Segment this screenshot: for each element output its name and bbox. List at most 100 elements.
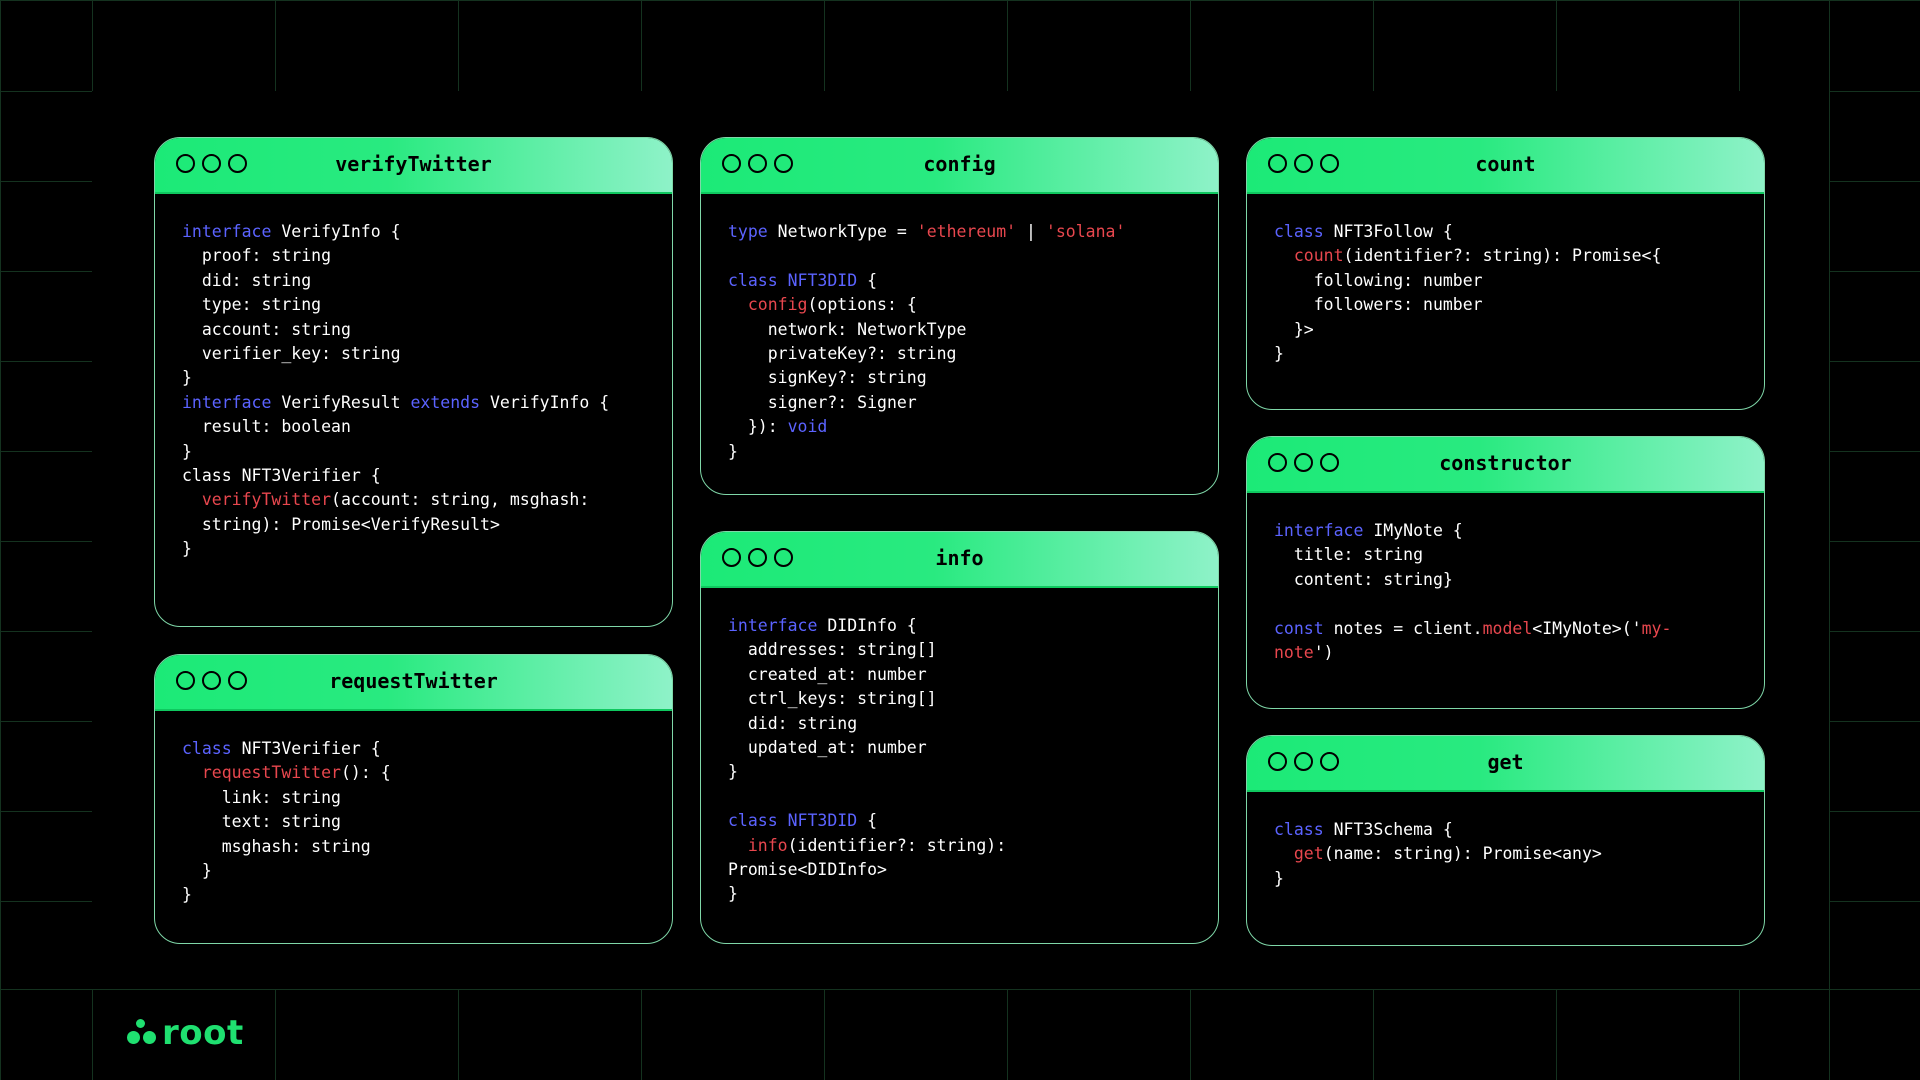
code-kw: interface — [728, 616, 818, 635]
code-text: following: number — [1274, 270, 1483, 290]
code-text — [728, 295, 748, 314]
code-text: } — [728, 762, 738, 782]
code-block: class NFT3Follow { count(identifier?: st… — [1274, 220, 1754, 366]
code-text: } — [1274, 344, 1284, 364]
code-str: note — [1274, 643, 1314, 663]
code-fn: count — [1293, 246, 1344, 266]
code-kw: void — [787, 417, 828, 437]
card-requestTwitter: requestTwitter class NFT3Verifier { requ… — [154, 654, 673, 944]
code-text: } — [182, 441, 192, 461]
code-text: created_at: number — [728, 664, 927, 684]
code-text: } — [1274, 868, 1284, 888]
code-text: ') — [1313, 643, 1334, 663]
code-kw: class — [728, 270, 778, 290]
code-text: } — [182, 539, 192, 559]
card-header: constructor — [1247, 437, 1764, 493]
code-text: NFT3Schema { — [1323, 820, 1453, 839]
window-dot-icon[interactable] — [1268, 453, 1287, 472]
code-text: (): { — [340, 763, 391, 783]
code-kw: NFT3DID — [787, 811, 858, 831]
window-dot-icon[interactable] — [176, 154, 195, 173]
window-dot-icon[interactable] — [1294, 154, 1313, 173]
window-dot-icon[interactable] — [722, 154, 741, 173]
code-text — [728, 836, 748, 855]
window-dot-icon[interactable] — [202, 671, 221, 690]
code-text: (name: string): Promise<any> — [1323, 844, 1602, 864]
code-text: privateKey?: string — [728, 344, 957, 364]
code-text: IMyNote { — [1363, 521, 1463, 540]
window-dot-icon[interactable] — [228, 671, 247, 690]
card-title: get — [1487, 750, 1524, 774]
code-str: 'solana' — [1045, 222, 1126, 241]
code-text — [778, 811, 788, 830]
card-title: constructor — [1439, 451, 1572, 475]
code-kw: class — [182, 739, 232, 758]
code-text: did: string — [728, 713, 858, 733]
code-text: NetworkType = — [767, 222, 917, 241]
card-info: info interface DIDInfo { addresses: stri… — [700, 531, 1219, 944]
code-text: | — [1016, 222, 1046, 241]
code-fn: requestTwitter — [201, 763, 341, 783]
code-text: } — [728, 884, 738, 904]
grid-line — [0, 0, 1, 1080]
window-dot-icon[interactable] — [1268, 752, 1287, 771]
card-get: get class NFT3Schema { get(name: string)… — [1246, 735, 1765, 946]
window-dot-icon[interactable] — [1294, 752, 1313, 771]
code-fn: config — [747, 295, 808, 315]
code-text — [182, 763, 202, 782]
code-kw: class — [728, 811, 778, 831]
window-controls — [722, 548, 793, 567]
code-kw: const — [1274, 618, 1324, 638]
card-header: count — [1247, 138, 1764, 194]
window-dot-icon[interactable] — [748, 548, 767, 567]
code-str: my- — [1641, 618, 1672, 638]
window-dot-icon[interactable] — [1294, 453, 1313, 472]
grid-line — [1829, 0, 1830, 1080]
window-dot-icon[interactable] — [748, 154, 767, 173]
card-title: count — [1475, 152, 1536, 176]
window-controls — [176, 671, 247, 690]
code-text: }> — [1274, 319, 1314, 339]
code-kw: NFT3DID — [787, 270, 858, 290]
code-kw: class — [1274, 222, 1324, 241]
window-dot-icon[interactable] — [176, 671, 195, 690]
code-text: { — [857, 270, 878, 290]
code-text: updated_at: number — [728, 738, 927, 758]
code-text: did: string — [182, 270, 312, 290]
window-dot-icon[interactable] — [774, 548, 793, 567]
code-kw: class — [1274, 820, 1324, 839]
code-fn: get — [1293, 844, 1324, 864]
code-text: Promise<DIDInfo> — [728, 860, 887, 880]
code-kw: extends — [410, 392, 481, 412]
code-text: ctrl_keys: string[] — [728, 689, 937, 709]
code-text: msghash: string — [182, 836, 371, 856]
code-text: }): — [728, 417, 788, 437]
code-text: proof: string — [182, 246, 332, 266]
grid-line — [0, 0, 1920, 1]
code-block: class NFT3Verifier { requestTwitter(): {… — [182, 737, 662, 908]
window-controls — [176, 154, 247, 173]
code-text — [182, 490, 202, 509]
code-text: account: string — [182, 319, 351, 339]
grid-line — [0, 989, 1920, 990]
code-text: type: string — [182, 295, 322, 315]
card-count: count class NFT3Follow { count(identifie… — [1246, 137, 1765, 410]
window-dot-icon[interactable] — [1268, 154, 1287, 173]
window-controls — [1268, 154, 1339, 173]
code-text: link: string — [182, 787, 341, 807]
window-controls — [722, 154, 793, 173]
window-dot-icon[interactable] — [1320, 154, 1339, 173]
window-dot-icon[interactable] — [228, 154, 247, 173]
window-dot-icon[interactable] — [774, 154, 793, 173]
window-dot-icon[interactable] — [202, 154, 221, 173]
brand-name: root — [162, 1013, 244, 1053]
code-text: } — [182, 368, 192, 388]
code-text: NFT3Follow { — [1323, 222, 1453, 241]
card-title: verifyTwitter — [335, 152, 492, 176]
window-dot-icon[interactable] — [1320, 453, 1339, 472]
window-dot-icon[interactable] — [1320, 752, 1339, 771]
code-block: interface VerifyInfo { proof: string did… — [182, 220, 662, 562]
code-text — [778, 271, 788, 290]
card-header: get — [1247, 736, 1764, 792]
window-dot-icon[interactable] — [722, 548, 741, 567]
